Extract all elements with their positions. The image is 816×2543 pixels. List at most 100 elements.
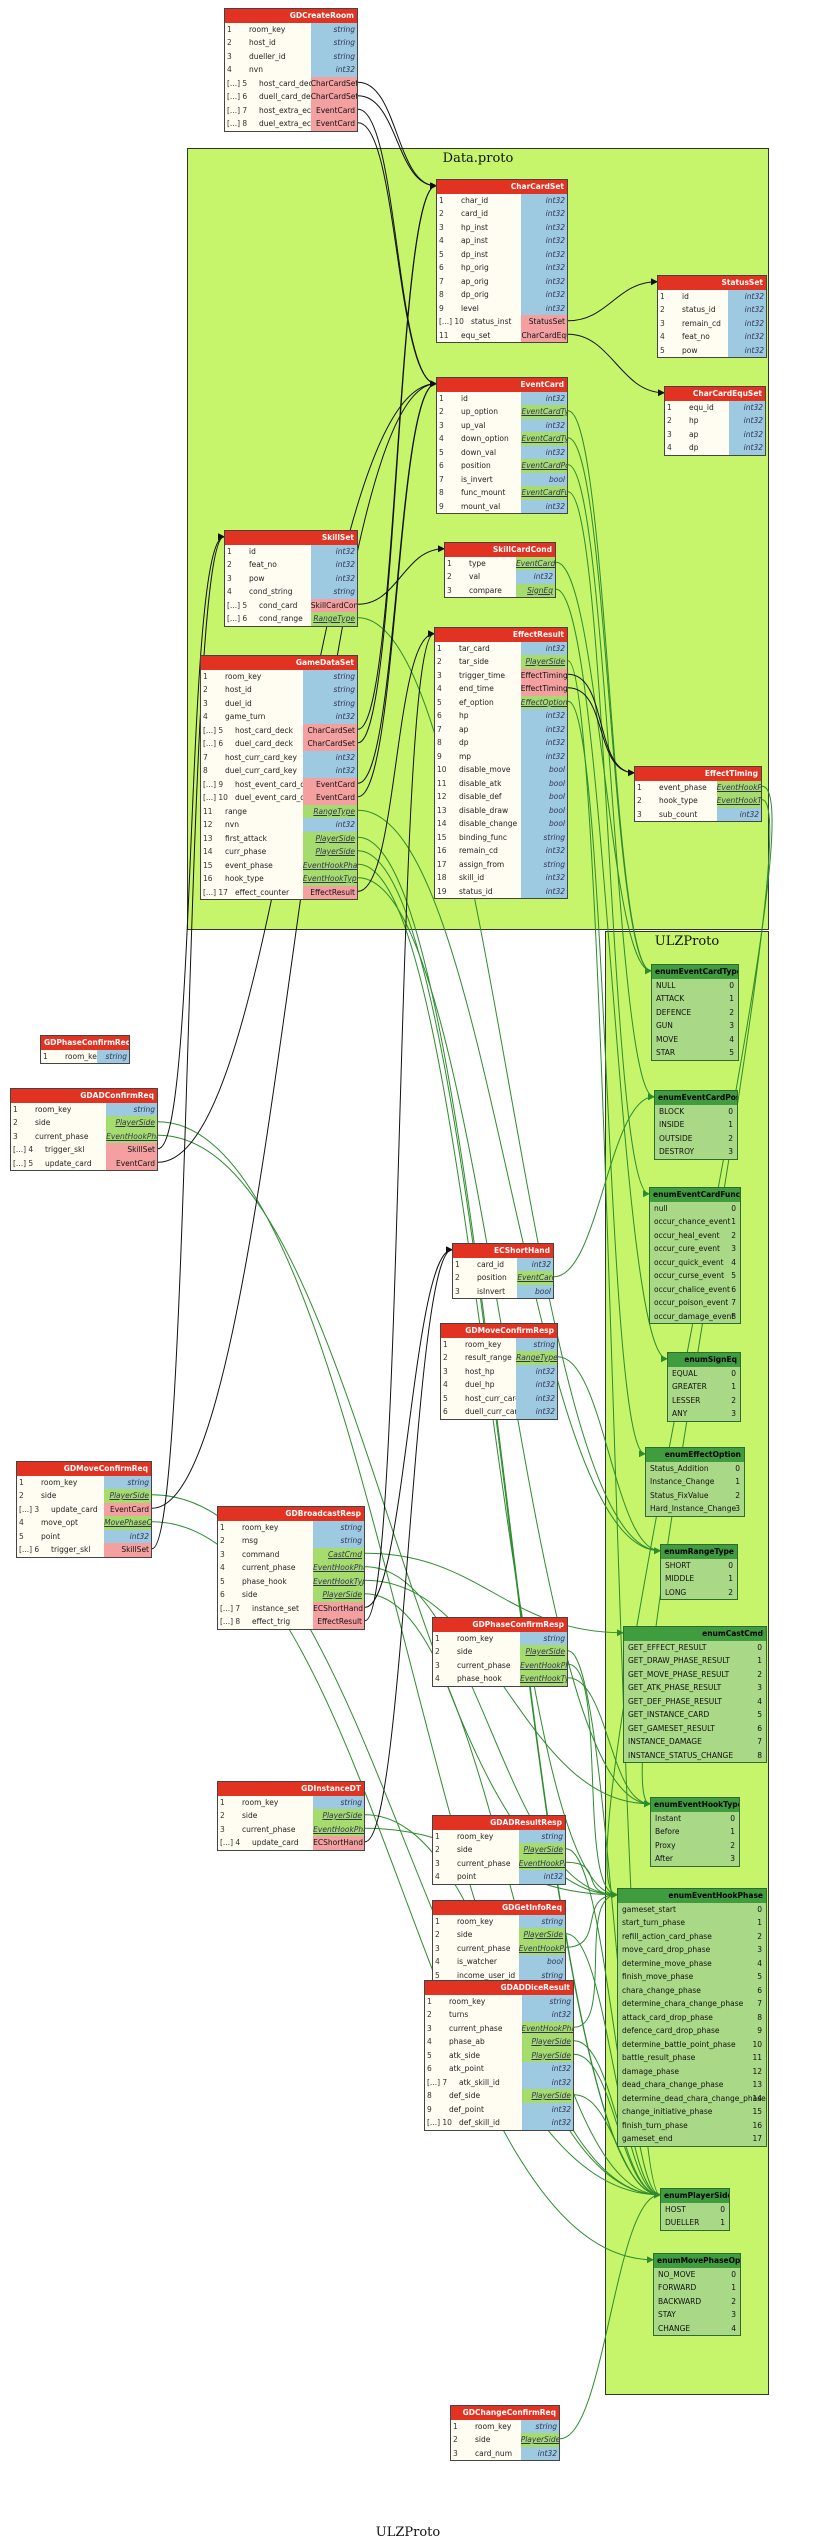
field-name: effect_trig: [252, 1617, 291, 1626]
edge-GameDataSet-range-to-RangeType: [357, 809, 661, 1555]
field-name: tar_card: [459, 643, 490, 653]
field-type: EffectResult: [313, 1615, 364, 1629]
field-number: 3: [227, 573, 232, 583]
enum-value-number: 5: [729, 1048, 734, 1057]
field-number: 3: [435, 1858, 440, 1868]
enum-value-name: CHANGE: [658, 2323, 691, 2333]
enum-value-name: GET_ATK_PHASE_RESULT: [628, 1683, 722, 1692]
enum-value-number: 7: [757, 1737, 762, 1746]
field-type: int32: [104, 1529, 151, 1543]
edge-GameDataSet-curr_phase-to-PlayerSide: [357, 850, 661, 2199]
enum-value-number: 1: [735, 1477, 740, 1486]
field-type: EventHookPhase: [716, 780, 761, 794]
field-name: current_phase: [242, 1824, 296, 1834]
field-name: side: [457, 1845, 473, 1854]
field-number: 2: [427, 2010, 432, 2019]
field-number: 6: [437, 711, 442, 720]
field-number: [...] 9: [203, 779, 224, 789]
field-type: string: [310, 22, 357, 36]
enum-value-number: 0: [757, 1642, 762, 1652]
field-type: PlayerSide: [104, 1489, 151, 1503]
enum-value-number: 9: [757, 2026, 762, 2035]
field-name: down_option: [461, 434, 509, 443]
field-type: string: [302, 669, 357, 683]
field-number: 12: [437, 792, 447, 801]
field-type: string: [313, 1795, 364, 1809]
enum-value-number: 11: [752, 2053, 762, 2062]
enum-value-number: 2: [757, 1931, 762, 1941]
field-number: 4: [443, 1380, 448, 1389]
edge-GDPhaseConfirmResp-current_phase-to-EventHookPhase: [567, 1663, 618, 1899]
field-type: string: [313, 1534, 364, 1548]
field-type: RangeType: [302, 804, 357, 818]
field-name: disable_draw: [459, 805, 509, 815]
field-type: MovePhaseOpt: [104, 1516, 151, 1530]
field-type: int32: [727, 303, 766, 317]
edge-EventCard-down_option-to-EventCardType: [567, 437, 652, 975]
field-number: 4: [203, 712, 208, 721]
edge-CharCardSet-status_inst-to-StatusSet: [567, 278, 658, 322]
field-name: room_key: [35, 1104, 72, 1114]
field-type: string: [518, 1914, 565, 1928]
field-name: disable_def: [459, 792, 502, 801]
enum-value-number: 3: [757, 1945, 762, 1954]
field-type: string: [302, 683, 357, 697]
field-type: int32: [516, 570, 555, 584]
field-number: [...] 6: [19, 1545, 40, 1554]
enum-value-name: STAR: [656, 1048, 676, 1057]
edge-GDBroadcastResp-current_phase-to-EventHookPhase: [364, 1566, 618, 1899]
enum-value-number: 1: [729, 994, 734, 1003]
field-number: 2: [660, 305, 665, 314]
edge-GDADResultResp-side-to-PlayerSide: [565, 1848, 661, 2199]
field-type: int32: [521, 247, 567, 261]
field-name: current_phase: [457, 1858, 511, 1868]
field-name: disable_atk: [459, 778, 502, 788]
field-number: 1: [435, 1831, 440, 1841]
enum-value-name: MOVE: [656, 1034, 679, 1044]
field-number: 1: [435, 1633, 440, 1643]
field-name: duel_extra_ec: [259, 119, 311, 128]
edge-GDADDiceResult-current_phase-to-EventHookPhase: [573, 1891, 618, 2028]
field-type: string: [302, 696, 357, 710]
field-number: 2: [667, 416, 672, 425]
field-type: EventCardType: [521, 432, 567, 446]
field-name: current_phase: [242, 1563, 296, 1572]
field-number: 4: [227, 65, 232, 74]
field-type: int32: [520, 709, 567, 723]
